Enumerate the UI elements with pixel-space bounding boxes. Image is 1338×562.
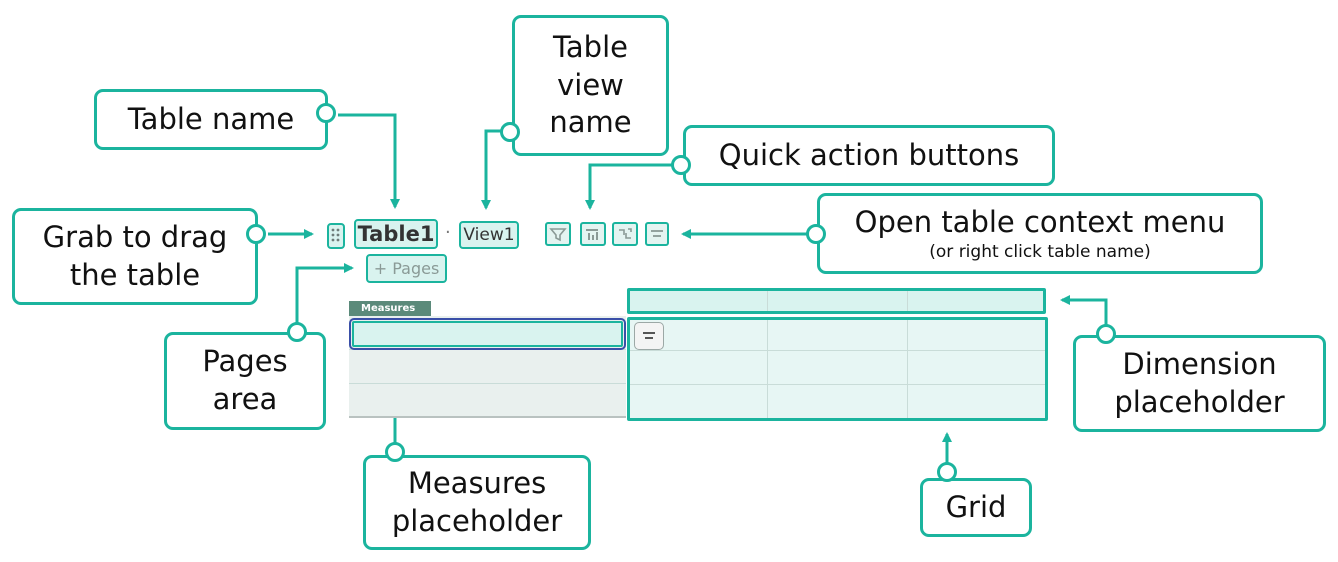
separator: · — [445, 222, 451, 243]
callout-text: Table — [553, 29, 628, 64]
callout-text: Measures — [407, 465, 547, 500]
connector-dot — [246, 224, 266, 244]
callout-open-context-menu: Open table context menu (or right click … — [817, 193, 1263, 274]
row-divider — [349, 383, 626, 384]
connector-dot — [671, 155, 691, 175]
connector-dot — [316, 103, 336, 123]
filter-icon[interactable] — [545, 222, 571, 246]
callout-table-name: Table name — [94, 89, 328, 150]
connector-dot — [937, 462, 957, 482]
callout-text: Grab to drag — [42, 219, 228, 254]
column-divider — [767, 320, 768, 418]
dimension-placeholder[interactable] — [627, 288, 1046, 314]
connector-dot — [500, 122, 520, 142]
callout-quick-action-buttons: Quick action buttons — [683, 125, 1055, 186]
connector-dot — [806, 224, 826, 244]
row-divider — [349, 349, 626, 350]
column-divider — [767, 291, 768, 311]
callout-text: view — [557, 67, 624, 102]
callout-table-view-name: Table view name — [512, 15, 669, 156]
row-divider — [630, 384, 1045, 385]
measures-tab: Measures — [349, 301, 431, 316]
grid[interactable] — [627, 317, 1048, 421]
callout-text: area — [212, 382, 278, 416]
connector-dot — [287, 322, 307, 342]
callout-text: placeholder — [391, 503, 563, 538]
callout-text: name — [549, 105, 632, 140]
table-name[interactable]: Table1 — [354, 219, 438, 249]
chart-icon[interactable] — [580, 222, 606, 246]
callout-text: Grid — [945, 489, 1007, 524]
view-name[interactable]: View1 — [459, 221, 519, 249]
callout-text: Pages — [202, 344, 288, 379]
pages-button[interactable]: + Pages — [366, 254, 447, 283]
callout-text: placeholder — [1114, 384, 1285, 419]
callout-measures-placeholder: Measures placeholder — [363, 455, 591, 550]
callout-text: Table name — [127, 101, 295, 136]
pivot-icon[interactable] — [612, 222, 638, 246]
connector-dot — [1096, 324, 1116, 344]
column-divider — [907, 320, 908, 418]
measures-placeholder[interactable] — [349, 318, 626, 350]
callout-text: Open table context menu — [854, 205, 1226, 240]
callout-text: Dimension — [1122, 346, 1277, 381]
callout-grid: Grid — [920, 478, 1032, 537]
menu-lines-icon[interactable] — [645, 222, 669, 246]
cell-menu-icon[interactable] — [634, 322, 664, 350]
callout-text: the table — [69, 257, 201, 292]
grip-vertical-icon[interactable] — [327, 223, 345, 249]
callout-pages-area: Pages area — [164, 332, 326, 430]
callout-dimension-placeholder: Dimension placeholder — [1073, 335, 1326, 432]
callout-text: Quick action buttons — [718, 137, 1020, 172]
callout-note: (or right click table name) — [929, 242, 1151, 263]
column-divider — [907, 291, 908, 311]
connector-dot — [385, 442, 405, 462]
callout-grab-to-drag: Grab to drag the table — [12, 208, 258, 305]
row-divider — [630, 350, 1045, 351]
